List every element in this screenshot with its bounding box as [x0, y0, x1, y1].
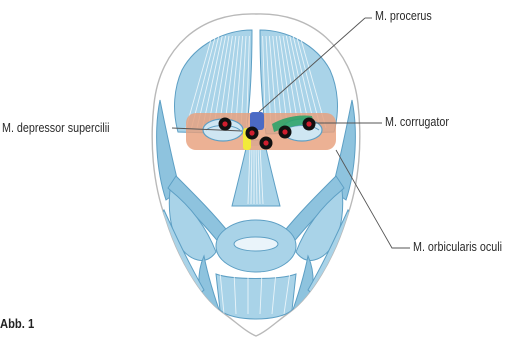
label-procerus: M. procerus — [375, 9, 432, 23]
figure-label: Abb. 1 — [0, 316, 34, 331]
injection-point — [303, 118, 316, 131]
label-depressor: M. depressor supercilii — [2, 121, 110, 135]
label-corrugator: M. corrugator — [385, 115, 449, 129]
injection-point — [246, 127, 259, 140]
label-orbicularis: M. orbicularis oculi — [413, 240, 502, 254]
injection-point — [260, 137, 273, 150]
injection-point — [219, 118, 232, 131]
injection-point — [279, 126, 292, 139]
mouth — [234, 237, 278, 251]
